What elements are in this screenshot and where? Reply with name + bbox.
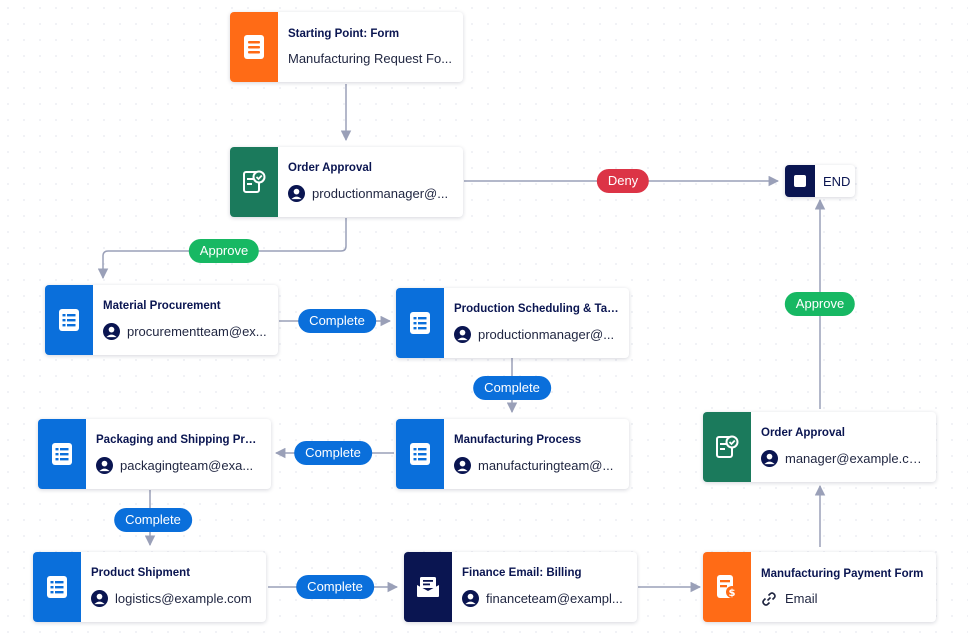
task-list-icon (33, 552, 81, 622)
node-title: Order Approval (288, 162, 372, 174)
start-form-node[interactable]: Starting Point: Form Manufacturing Reque… (230, 12, 463, 82)
node-title: Manufacturing Payment Form (761, 567, 924, 580)
node-title: Order Approval (761, 427, 845, 439)
stop-icon (785, 165, 815, 197)
node-title: Manufacturing Process (454, 434, 582, 446)
node-subtitle: productionmanager@... (478, 327, 615, 342)
node-subtitle: Manufacturing Request Fo... (288, 51, 453, 66)
approval-icon (703, 412, 751, 482)
product-shipment-node[interactable]: Product Shipment logistics@example.com (33, 552, 266, 622)
node-subtitle: Email (785, 591, 818, 606)
complete-edge-label[interactable]: Complete (294, 441, 372, 465)
node-title: Product Shipment (91, 567, 191, 579)
node-title: Finance Email: Billing (462, 567, 582, 579)
approve-edge-label-right[interactable]: Approve (784, 292, 856, 316)
user-icon (91, 590, 108, 607)
node-subtitle: productionmanager@... (312, 186, 449, 201)
task-list-icon (45, 285, 93, 355)
complete-edge-label[interactable]: Complete (473, 376, 551, 400)
node-subtitle: procurementteam@ex... (127, 324, 267, 339)
packaging-shipping-node[interactable]: Packaging and Shipping Prep... packaging… (38, 419, 271, 489)
node-subtitle: logistics@example.com (115, 591, 252, 606)
complete-edge-label[interactable]: Complete (114, 508, 192, 532)
link-icon (762, 591, 776, 606)
manufacturing-process-node[interactable]: Manufacturing Process manufacturingteam@… (396, 419, 629, 489)
user-icon (761, 450, 778, 467)
finance-email-node[interactable]: Finance Email: Billing financeteam@examp… (404, 552, 637, 622)
material-procurement-node[interactable]: Material Procurement procurementteam@ex.… (45, 285, 278, 355)
svg-text:$: $ (729, 588, 736, 599)
task-list-icon (396, 419, 444, 489)
approve-edge-label[interactable]: Approve (188, 239, 260, 263)
node-title: Production Scheduling & Tas... (454, 303, 619, 315)
user-icon (96, 457, 113, 474)
email-icon (404, 552, 452, 622)
user-icon (454, 457, 471, 474)
user-icon (462, 590, 479, 607)
order-approval-right-node[interactable]: Order Approval manager@example.com (703, 412, 936, 482)
user-icon (103, 323, 120, 340)
node-subtitle: manager@example.com (785, 451, 926, 466)
approval-icon (230, 147, 278, 217)
production-scheduling-node[interactable]: Production Scheduling & Tas... productio… (396, 288, 629, 358)
end-label: END (823, 173, 851, 189)
complete-edge-label[interactable]: Complete (296, 575, 374, 599)
order-approval-node[interactable]: Order Approval productionmanager@... (230, 147, 463, 217)
node-title: Material Procurement (103, 300, 221, 312)
node-subtitle: packagingteam@exa... (120, 458, 254, 473)
node-subtitle: financeteam@exampl... (486, 591, 623, 606)
deny-edge-label[interactable]: Deny (596, 169, 650, 193)
task-list-icon (396, 288, 444, 358)
form-icon (230, 12, 278, 82)
node-title: Packaging and Shipping Prep... (96, 434, 261, 446)
user-icon (454, 326, 471, 343)
payment-form-node[interactable]: $ Manufacturing Payment Form Email (703, 552, 936, 622)
node-subtitle: manufacturingteam@... (478, 458, 614, 473)
payment-form-icon: $ (703, 552, 751, 622)
end-node[interactable]: END (785, 165, 855, 197)
user-icon (288, 185, 305, 202)
complete-edge-label[interactable]: Complete (298, 309, 376, 333)
node-title: Starting Point: Form (288, 28, 400, 40)
task-list-icon (38, 419, 86, 489)
